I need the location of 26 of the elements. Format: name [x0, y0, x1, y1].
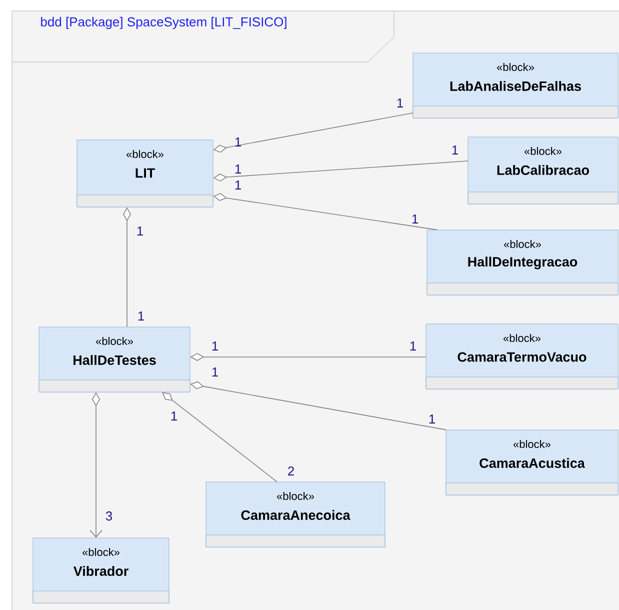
multiplicity-label: 1 — [429, 414, 435, 424]
multiplicity-label: 1 — [137, 226, 143, 236]
multiplicity-label: 1 — [138, 312, 144, 320]
multiplicity-label: 3 — [106, 511, 112, 521]
block-box: «block» HallDeTestes — [38, 326, 190, 392]
multiplicity-label: 2 — [288, 466, 294, 476]
multiplicity-label: 1 — [171, 412, 177, 420]
multiplicity-label: 1 — [212, 342, 218, 350]
multiplicity-label: 1 — [410, 342, 416, 350]
block-box: «block» Vibrador — [32, 538, 170, 604]
multiplicity-label: 1 — [412, 214, 418, 224]
block-box: «block» CamaraTermoVacuo — [426, 324, 618, 390]
multiplicity-label: 1 — [397, 98, 403, 108]
multiplicity-label: 1 — [212, 368, 218, 376]
block-box: «block» LabCalibracao — [468, 136, 618, 204]
association-line — [162, 392, 278, 482]
multiplicity-label: 1 — [235, 180, 241, 190]
diagram-title: bdd [Package] SpaceSystem [LIT_FISICO] — [41, 16, 286, 30]
multiplicity-label: 1 — [235, 138, 241, 146]
block-box: «block» HallDeIntegracao — [426, 230, 618, 296]
block-box: «block» LabAnaliseDeFalhas — [412, 52, 618, 118]
block-box: «block» LIT — [76, 140, 214, 208]
multiplicity-label: 1 — [235, 164, 241, 174]
block-box: «block» CamaraAcustica — [446, 430, 618, 496]
multiplicity-label: 1 — [452, 146, 458, 154]
block-box: «block» CamaraAnecoica — [206, 482, 386, 548]
